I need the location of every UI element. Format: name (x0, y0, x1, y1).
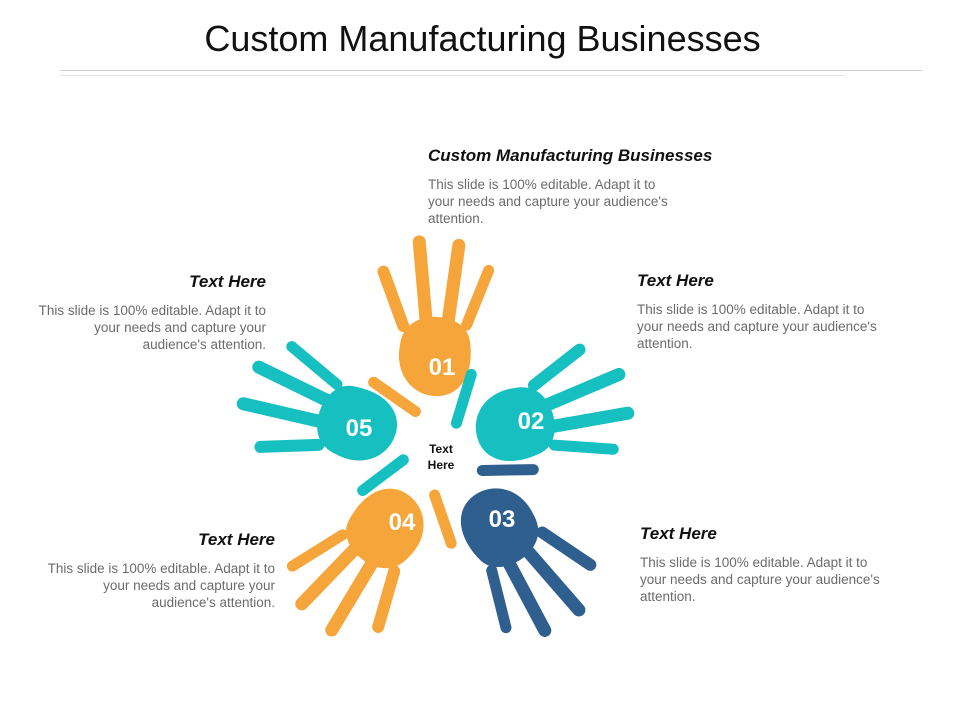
item-02-heading: Text Here (637, 271, 714, 290)
hand-number-01: 01 (429, 354, 456, 381)
center-label-line1: Text (429, 442, 453, 456)
hand-04 (265, 441, 480, 668)
item-03-block: Text Here This slide is 100% editable. A… (640, 524, 880, 605)
item-04-heading: Text Here (198, 530, 275, 549)
hand-number-03: 03 (489, 506, 516, 533)
item-03-text: This slide is 100% editable. Adapt it to… (640, 555, 880, 604)
item-02-text: This slide is 100% editable. Adapt it to… (637, 302, 877, 351)
center-label-line2: Here (428, 458, 455, 472)
item-01-heading: Custom Manufacturing Businesses (428, 146, 713, 165)
item-05-block: Text Here This slide is 100% editable. A… (30, 272, 266, 353)
item-05-heading: Text Here (189, 272, 266, 291)
item-01-block: Custom Manufacturing Businesses This sli… (428, 146, 728, 227)
title-divider (60, 70, 922, 71)
item-02-block: Text Here This slide is 100% editable. A… (637, 271, 877, 352)
item-03-heading: Text Here (640, 524, 717, 543)
item-04-block: Text Here This slide is 100% editable. A… (40, 530, 275, 611)
hand-number-05: 05 (346, 415, 373, 442)
item-04-text: This slide is 100% editable. Adapt it to… (47, 561, 275, 610)
hand-01 (365, 234, 496, 420)
hand-number-02: 02 (518, 408, 545, 435)
item-05-text: This slide is 100% editable. Adapt it to… (38, 303, 266, 352)
hand-01-shape (365, 234, 496, 420)
hand-04-shape (265, 441, 480, 668)
item-01-text: This slide is 100% editable. Adapt it to… (428, 177, 668, 226)
slide-title: Custom Manufacturing Businesses (204, 18, 761, 59)
hand-number-04: 04 (389, 509, 416, 536)
title-divider-secondary (60, 75, 845, 76)
